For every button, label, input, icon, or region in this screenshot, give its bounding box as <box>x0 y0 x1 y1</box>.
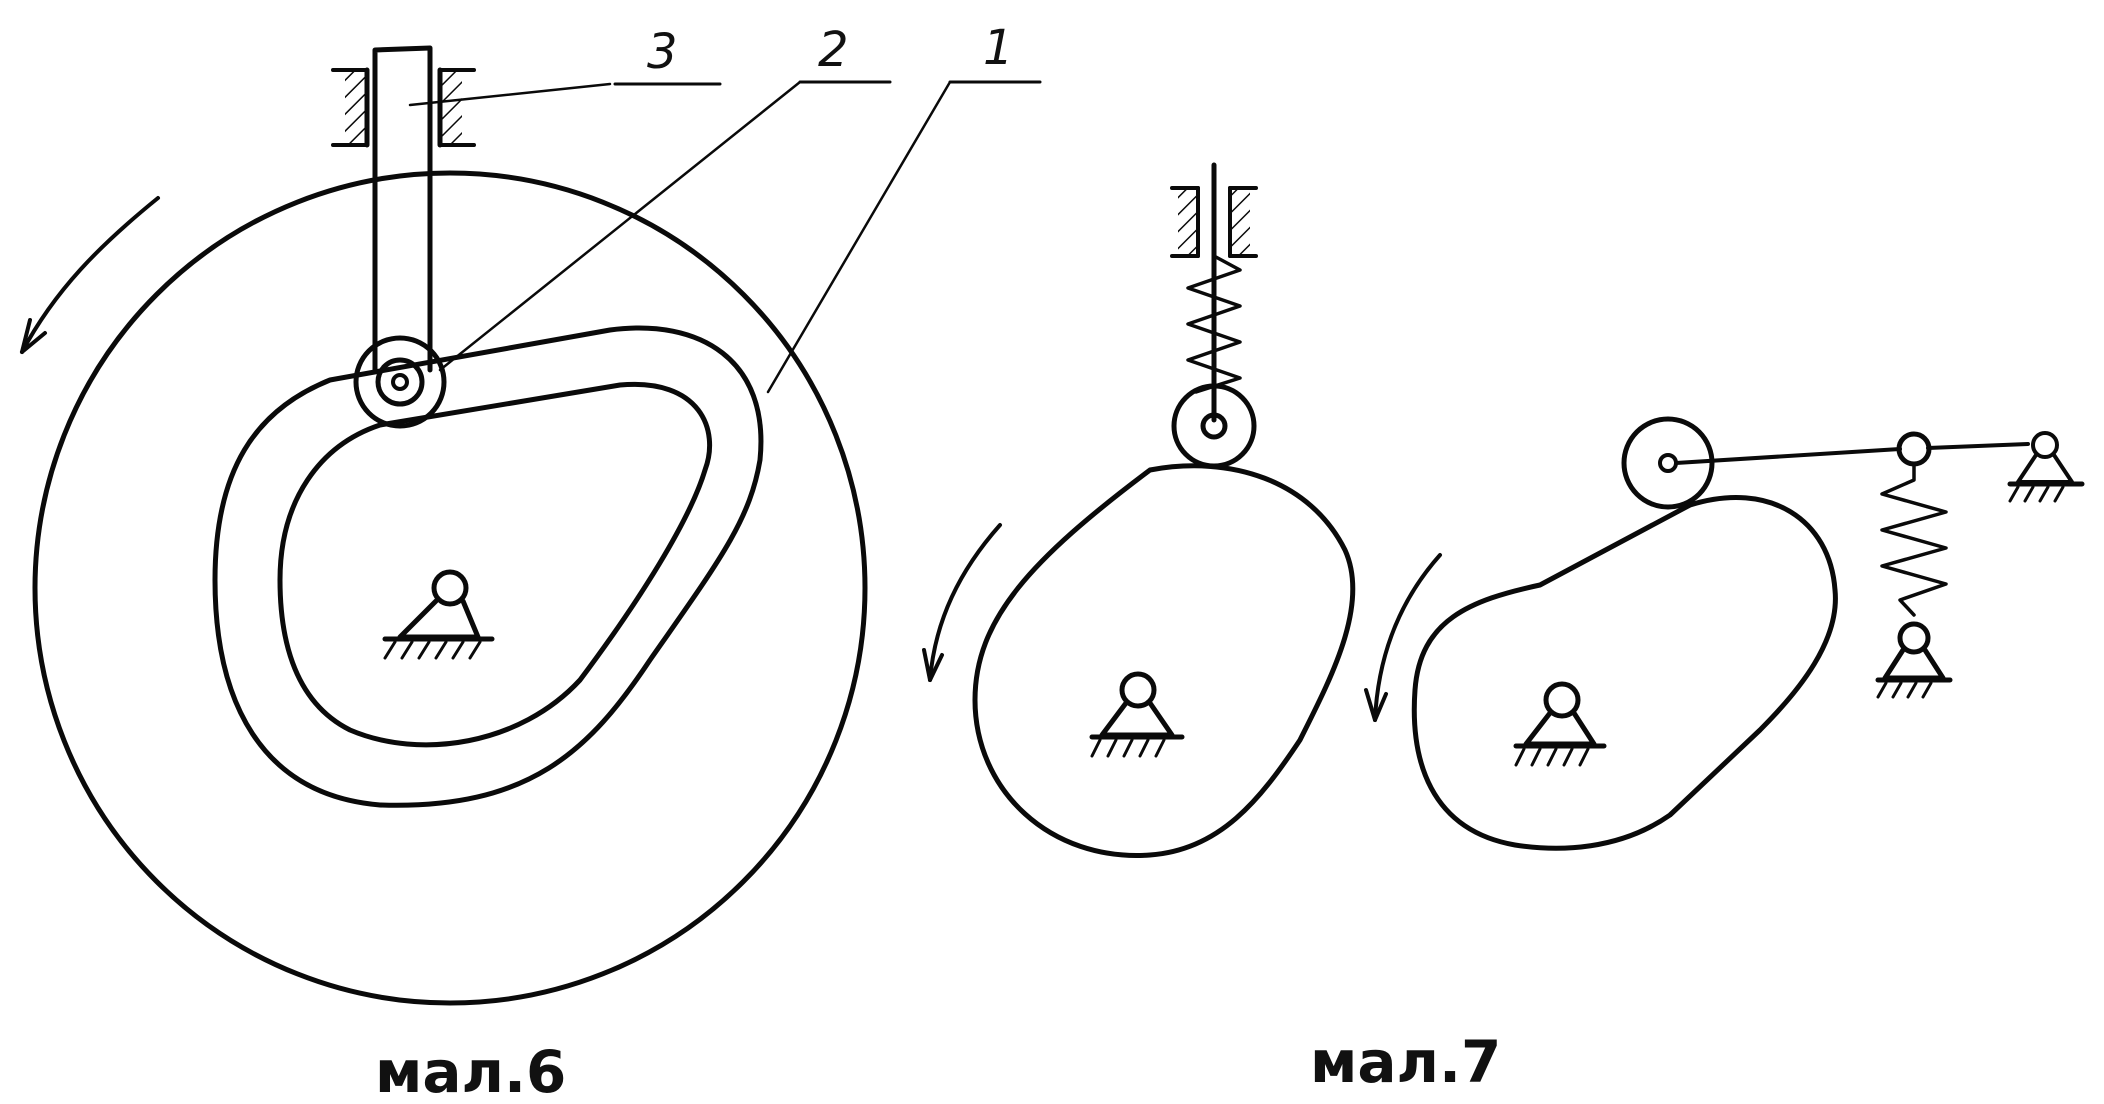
label-1: 1 <box>983 20 1014 76</box>
figure-6: 3 2 1 мал.6 <box>20 20 1042 1104</box>
figure-7-right: мал.7 <box>1310 416 2085 1096</box>
cam-right <box>1411 495 1838 851</box>
rotation-arrow-fig7-right <box>1364 553 1442 722</box>
rocker-arm <box>1674 447 1902 465</box>
follower-rod <box>372 45 433 373</box>
cam-left <box>972 463 1356 858</box>
cam-profile-inner <box>277 381 713 748</box>
rotation-arrow-fig6 <box>20 196 160 354</box>
follower-roller <box>353 335 447 429</box>
rod-guide-left <box>1170 186 1258 258</box>
rod-guide <box>331 67 476 148</box>
spring-anchor-pivot <box>1875 621 1953 699</box>
cam-groove-outer <box>212 325 764 808</box>
arm-joint <box>1896 431 1932 467</box>
spring-right <box>1880 462 1948 617</box>
figure-7-left <box>922 162 1356 858</box>
label-3: 3 <box>647 24 678 80</box>
rotation-arrow-fig7-left <box>922 523 1002 682</box>
follower-roller-left <box>1171 383 1257 469</box>
leader-lines <box>408 80 1042 394</box>
pivot-support-fig6 <box>382 569 495 660</box>
pivot-support-fig7-left <box>1089 671 1185 758</box>
outer-disk <box>32 170 868 1006</box>
caption-fig6: мал.6 <box>375 1038 566 1104</box>
caption-fig7: мал.7 <box>1310 1028 1501 1096</box>
spring-left <box>1186 254 1242 394</box>
arm-end-pivot <box>2007 431 2085 503</box>
label-2: 2 <box>818 22 849 78</box>
pivot-support-fig7-right <box>1513 681 1607 767</box>
rocker-arm-extension <box>1926 442 2030 450</box>
